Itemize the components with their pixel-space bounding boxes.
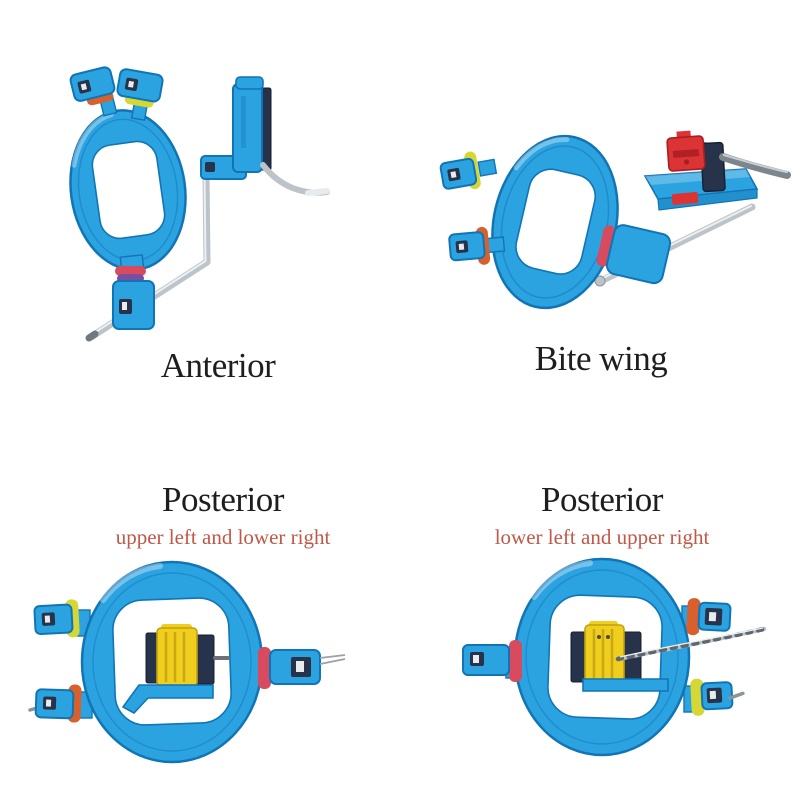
clip-left-top [33, 599, 80, 638]
panel-subtitle-posterior-right: lower left and upper right [494, 525, 710, 549]
sensor-cable [719, 153, 791, 179]
bite-block [584, 624, 625, 686]
color-band-red [258, 647, 271, 689]
panel-title-bitewing: Bite wing [534, 339, 668, 378]
clip-left-bottom [34, 684, 82, 723]
ring-arm-junction [596, 224, 672, 285]
film-and-bite-block [570, 621, 642, 686]
panel-subtitle-posterior-left: upper left and lower right [115, 525, 331, 549]
positioning-ring [69, 109, 187, 271]
sensor-cable [260, 162, 330, 196]
bite-block [156, 627, 198, 687]
color-band-red [115, 266, 146, 276]
sensor-clamp [666, 130, 726, 193]
panel-title-posterior-left: Posterior [162, 480, 284, 519]
metal-wire [615, 626, 767, 662]
clip-left [462, 640, 522, 682]
red-latch [671, 192, 699, 205]
ring-bottom-connector [112, 254, 155, 330]
positioning-ring [491, 134, 619, 310]
film-and-bite-block [145, 624, 230, 687]
color-band-pink [596, 225, 616, 267]
support-arm [121, 684, 214, 714]
bite-guide-block [112, 280, 155, 330]
panel-title-posterior-right: Posterior [541, 480, 663, 519]
panel-title-anterior: Anterior [160, 346, 276, 385]
clip-right-bottom [690, 678, 745, 716]
bitewing-clip-top [439, 151, 498, 190]
posterior-device-photo-right [462, 557, 767, 757]
anterior-device-photo [69, 66, 330, 342]
bitewing-device-photo [439, 130, 791, 310]
bitewing-clip-bottom [448, 226, 506, 265]
support-shelf [582, 678, 669, 692]
color-band-orange [686, 598, 701, 636]
clip-right-top [686, 598, 732, 636]
color-band-red [509, 640, 522, 682]
posterior-device-photo-left [28, 560, 346, 764]
bite-platform [643, 168, 759, 211]
anterior-clip-right [116, 68, 164, 121]
clip-right [258, 647, 346, 689]
anterior-clip-left [69, 66, 118, 117]
film-holder-arm [200, 76, 272, 180]
